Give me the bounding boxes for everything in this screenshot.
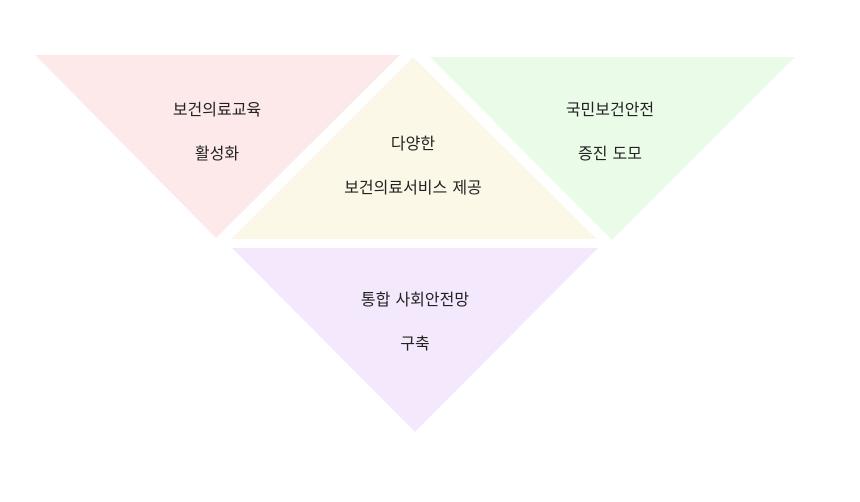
safety-label-line2: 증진 도모 bbox=[578, 144, 642, 163]
safetynet-triangle bbox=[232, 248, 598, 432]
safety-label: 국민보건안전 증진 도모 bbox=[490, 88, 730, 176]
education-label-line1: 보건의료교육 bbox=[172, 100, 262, 119]
service-triangle bbox=[231, 57, 597, 239]
service-label: 다양한 보건의료서비스 제공 bbox=[293, 122, 533, 210]
safety-label-line1: 국민보건안전 bbox=[565, 100, 655, 119]
safetynet-label-line1: 통합 사회안전망 bbox=[360, 290, 470, 309]
safetynet-label-line2: 구축 bbox=[400, 334, 430, 353]
service-label-line2: 보건의료서비스 제공 bbox=[344, 178, 482, 197]
service-label-line1: 다양한 bbox=[390, 134, 436, 153]
safety-triangle bbox=[430, 57, 795, 240]
education-label-line2: 활성화 bbox=[194, 144, 240, 163]
education-triangle bbox=[35, 55, 400, 238]
safetynet-label: 통합 사회안전망 구축 bbox=[295, 278, 535, 366]
education-label: 보건의료교육 활성화 bbox=[97, 88, 337, 176]
